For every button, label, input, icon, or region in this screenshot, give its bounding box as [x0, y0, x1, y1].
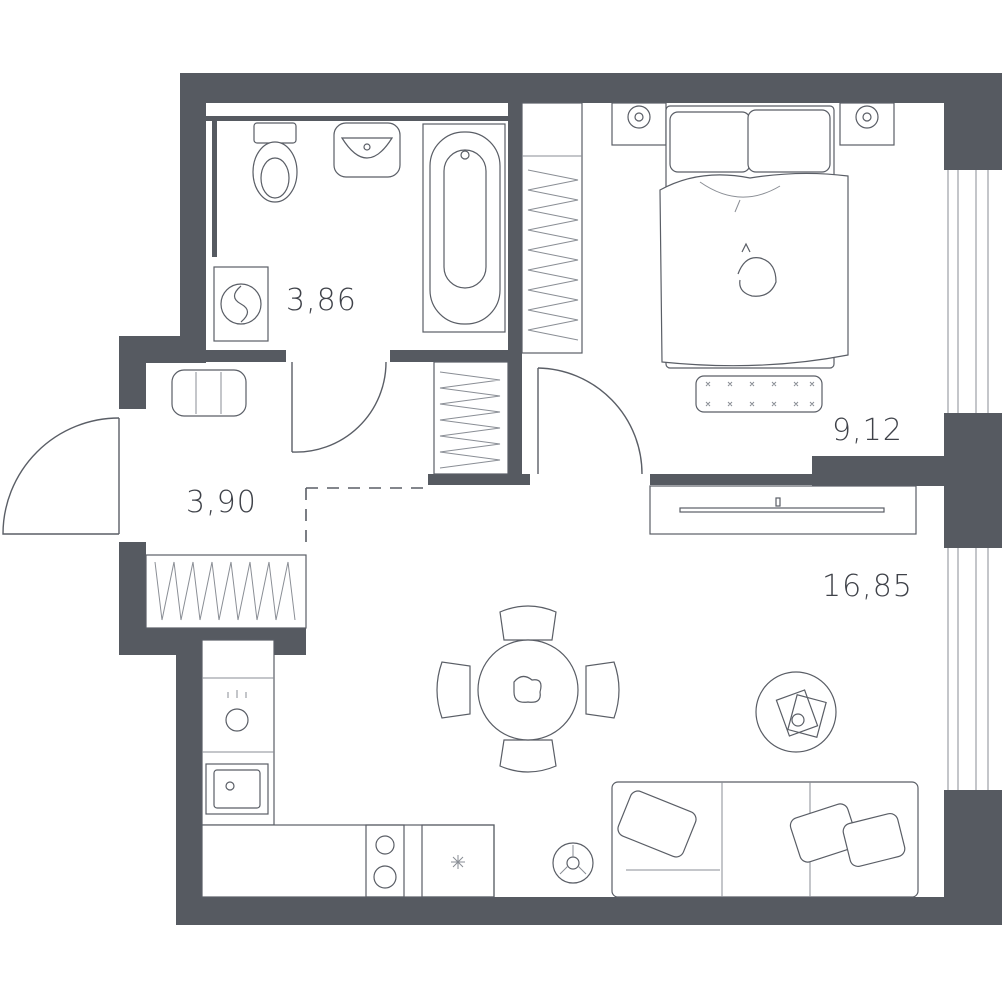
living-room-area-label: 16,85 — [822, 569, 913, 604]
bathroom-area-label: 3,86 — [286, 283, 357, 318]
bathroom-fixtures — [213, 122, 506, 342]
bedroom-wardrobe — [521, 102, 583, 354]
tv-stand — [649, 485, 917, 535]
windows — [947, 170, 989, 790]
dining-table — [436, 605, 620, 773]
kitchen — [201, 639, 495, 898]
bed — [611, 102, 895, 413]
hallway-wardrobe — [145, 554, 307, 629]
hallway-pouf — [171, 369, 247, 417]
walls — [119, 73, 1002, 925]
hallway-area-label: 3,90 — [186, 485, 257, 520]
coffee-table — [755, 671, 837, 753]
closet — [433, 361, 509, 475]
sofa — [611, 781, 919, 898]
robot-vacuum — [552, 842, 594, 884]
bedroom-area-label: 9,12 — [832, 413, 903, 448]
doors — [2, 361, 643, 548]
